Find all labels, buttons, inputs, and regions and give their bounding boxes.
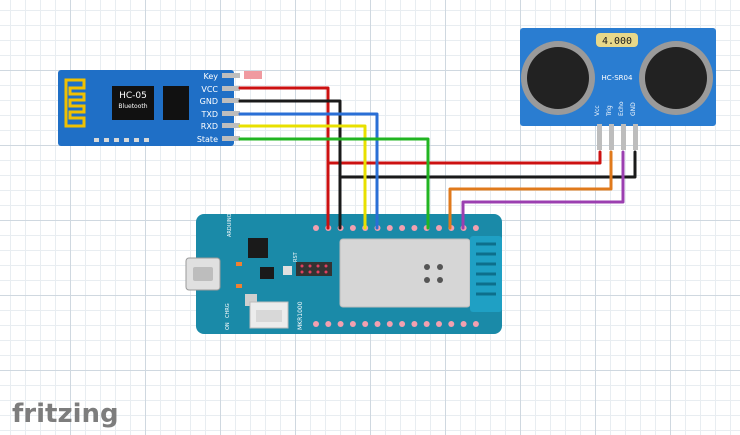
antenna-icon	[64, 78, 86, 128]
hcsr04-pin-trig: Trig	[606, 105, 613, 117]
hcsr04-sensor[interactable]: 4.000 HC-SR04 Vcc Trig Echo GND	[520, 28, 716, 150]
hc05-subtitle: Bluetooth	[118, 103, 147, 110]
crystal-display	[596, 33, 638, 47]
mkr1000-board[interactable]: ARDUINO.CC MKR1000 RST CHRG ON	[185, 205, 502, 334]
hc05-module[interactable]: HC-05 Bluetooth Key VCC GND TXD RXD Stat…	[58, 70, 262, 146]
bottom-header-pins	[313, 321, 479, 327]
hcsr04-name: HC-SR04	[602, 74, 633, 82]
mcu-chip	[248, 238, 268, 258]
chrg-label: CHRG	[225, 303, 231, 318]
wire-txd[interactable]	[238, 112, 379, 230]
fritzing-logo: fritzing	[12, 399, 119, 429]
on-label: ON	[225, 322, 231, 330]
header-pin[interactable]	[386, 225, 393, 231]
hc05-pin-key: Key	[203, 72, 218, 81]
header-pin[interactable]	[374, 321, 381, 327]
header-pin[interactable]	[399, 225, 406, 231]
header-pin[interactable]	[448, 321, 455, 327]
header-pin[interactable]	[337, 321, 344, 327]
header-pin[interactable]	[436, 225, 442, 231]
header-pin[interactable]	[349, 321, 356, 327]
header-pin[interactable]	[313, 225, 319, 231]
header-pin[interactable]	[349, 225, 356, 231]
wifi-module	[339, 238, 471, 308]
hc05-pin-txd: TXD	[200, 110, 218, 119]
key-pin-marker	[244, 71, 262, 79]
header-pin[interactable]	[411, 321, 418, 327]
hc05-chip	[112, 86, 154, 120]
wires	[238, 86, 637, 230]
rst-label: RST	[293, 251, 299, 262]
wire-vcc[interactable]	[238, 86, 602, 230]
wire-echo[interactable]	[461, 150, 625, 230]
hcsr04-pin-echo: Echo	[618, 101, 625, 116]
header-pin[interactable]	[399, 321, 406, 327]
header-pin[interactable]	[460, 321, 467, 327]
wire-rxd[interactable]	[238, 124, 367, 230]
hc05-pin-gnd: GND	[200, 97, 218, 106]
header-pin[interactable]	[472, 225, 479, 231]
wire-state[interactable]	[238, 137, 430, 230]
header-pin[interactable]	[362, 321, 369, 327]
header-pin[interactable]	[472, 321, 479, 327]
reset-button[interactable]	[283, 266, 292, 275]
wire-trig[interactable]	[448, 150, 613, 230]
header-pin[interactable]	[325, 321, 332, 327]
hcsr04-pin-gnd: GND	[630, 102, 637, 116]
crystal-label: 4.000	[602, 36, 632, 47]
hcsr04-pin-vcc: Vcc	[594, 105, 601, 116]
header-pin[interactable]	[313, 321, 319, 327]
header-pin[interactable]	[411, 225, 418, 231]
hc05-name: HC-05	[119, 91, 147, 101]
model-label: MKR1000	[297, 301, 304, 330]
hc05-pin-state: State	[197, 135, 218, 144]
header-pin[interactable]	[436, 321, 442, 327]
wire-gnd[interactable]	[238, 99, 637, 230]
brand-label: ARDUINO.CC	[227, 205, 233, 237]
hc05-pin-vcc: VCC	[201, 85, 218, 94]
header-block	[296, 262, 332, 276]
hc05-pin-rxd: RXD	[201, 122, 218, 131]
header-pin[interactable]	[423, 321, 430, 327]
header-pin[interactable]	[386, 321, 393, 327]
hc05-chip-2	[163, 86, 189, 120]
